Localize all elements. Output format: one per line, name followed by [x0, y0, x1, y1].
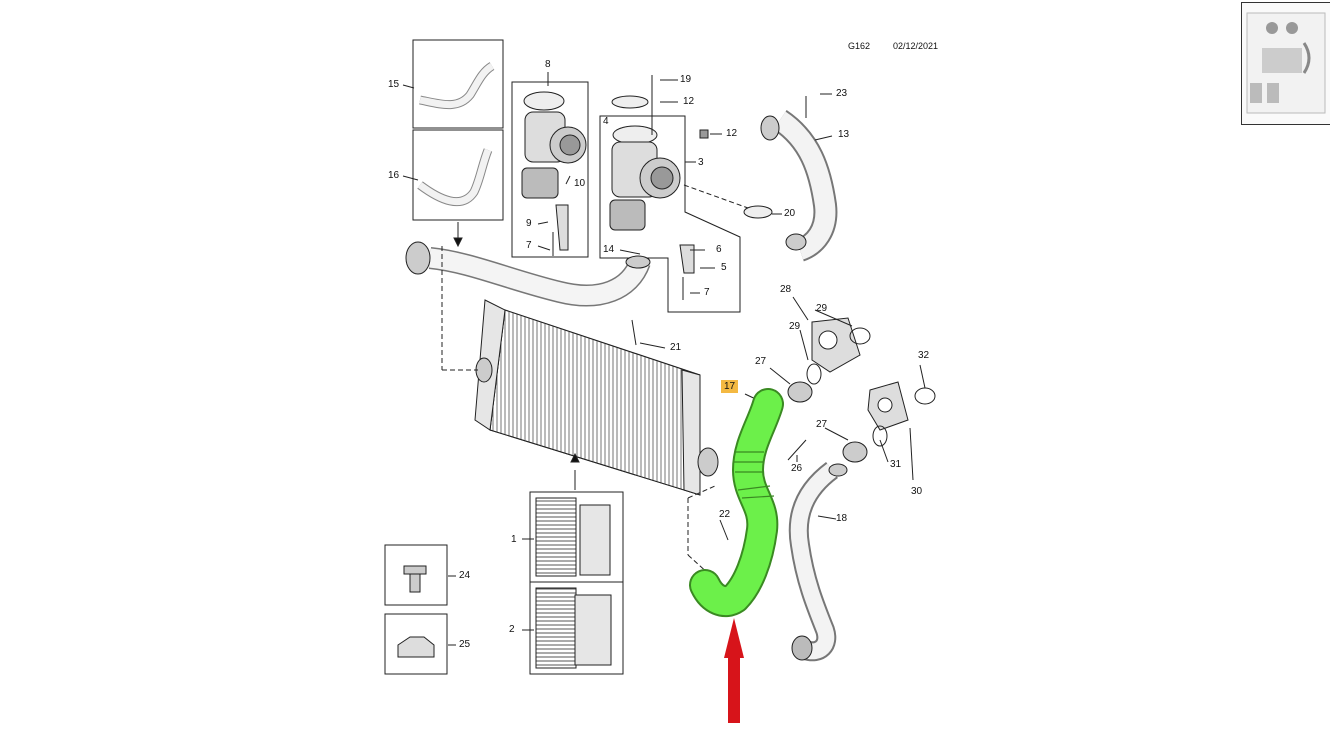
callout-28: 28 [780, 284, 792, 295]
callout-29-a: 29 [789, 321, 801, 332]
callout-24: 24 [459, 570, 471, 581]
thumbnail-drawing [1246, 12, 1326, 114]
callout-30: 30 [911, 486, 923, 497]
callout-14: 14 [603, 244, 615, 255]
callout-3: 3 [698, 157, 704, 168]
callout-20: 20 [784, 208, 796, 219]
callout-29-b: 29 [816, 303, 828, 314]
callout-1: 1 [511, 534, 517, 545]
callout-32: 32 [918, 350, 930, 361]
callout-26: 26 [791, 463, 803, 474]
callout-23: 23 [836, 88, 848, 99]
diagram-date: 02/12/2021 [893, 41, 939, 51]
hose-17-highlight [689, 388, 784, 618]
inset-box-16 [412, 129, 504, 221]
callout-22: 22 [719, 509, 731, 520]
callout-31: 31 [890, 459, 902, 470]
callout-19: 19 [680, 74, 692, 85]
callout-27-b: 27 [816, 419, 828, 430]
callout-25: 25 [459, 639, 471, 650]
callout-17-highlighted: 17 [721, 380, 739, 393]
turbo-box-8 [511, 81, 589, 258]
callout-12-a: 12 [683, 96, 695, 107]
callout-12-b: 12 [726, 128, 738, 139]
callout-21: 21 [670, 342, 682, 353]
diagram-thumbnail[interactable] [1241, 2, 1330, 125]
callout-17-label: 17 [721, 380, 739, 393]
callout-18: 18 [836, 513, 848, 524]
callout-13: 13 [838, 129, 850, 140]
callout-7-b: 7 [704, 287, 710, 298]
callout-16: 16 [388, 170, 400, 181]
red-arrow [724, 618, 744, 723]
callout-10: 10 [574, 178, 586, 189]
callout-6: 6 [716, 244, 722, 255]
callout-5: 5 [721, 262, 727, 273]
callout-8: 8 [545, 59, 551, 70]
diagram-code: G162 [848, 41, 871, 51]
callout-7-a: 7 [526, 240, 532, 251]
callout-2: 2 [509, 624, 515, 635]
inset-box-15 [412, 39, 504, 129]
callout-15: 15 [388, 79, 400, 90]
callout-4: 4 [603, 116, 609, 127]
turbo-box-3 [599, 115, 741, 313]
callout-9: 9 [526, 218, 532, 229]
callout-27-a: 27 [755, 356, 767, 367]
